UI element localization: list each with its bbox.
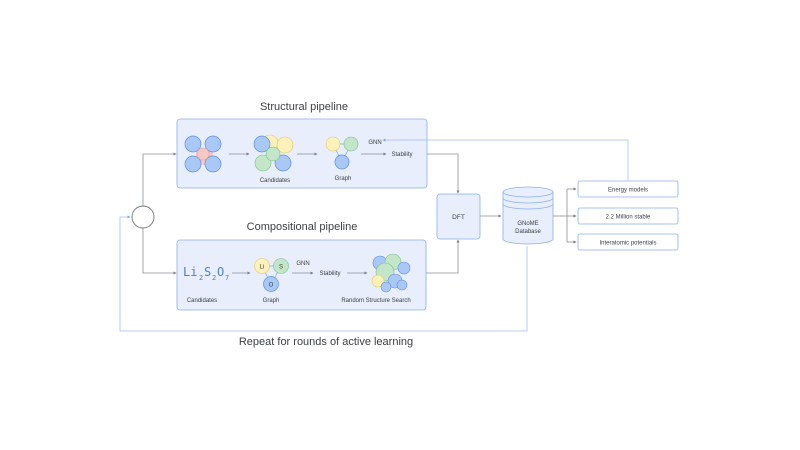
formula-o-subscript: 7 xyxy=(225,274,229,282)
compositional-panel xyxy=(176,239,427,311)
structural-to-dft-line xyxy=(427,153,460,194)
dft-box xyxy=(436,193,481,240)
start-node xyxy=(131,205,155,229)
dft-label: DFT xyxy=(452,214,465,221)
formula-s-subscript: 2 xyxy=(212,274,216,282)
compositional-pipeline-title: Compositional pipeline xyxy=(247,221,358,233)
structural-candidates-label: Candidates xyxy=(260,178,290,184)
formula-s: S xyxy=(204,265,211,279)
structural-graph-label: Graph xyxy=(335,176,352,182)
database-label-line2: Database xyxy=(515,229,541,235)
compositional-gnn-label: GNN xyxy=(296,261,309,267)
formula-o: O xyxy=(217,265,224,279)
output-interatomic-box xyxy=(577,233,679,251)
output-energy-models: Energy models xyxy=(608,188,648,194)
compositional-graph xyxy=(254,258,289,292)
active-learning-label: Repeat for rounds of active learning xyxy=(239,336,413,348)
output-stable-box xyxy=(577,207,679,225)
output-energy-models-box xyxy=(577,180,679,198)
gnn-feedback-line xyxy=(382,138,629,180)
random-structure-search-label: Random Structure Search xyxy=(341,298,410,304)
compositional-formula: Li 2 S 2 O 7 xyxy=(183,265,229,282)
graph-node-li: Li xyxy=(260,265,265,271)
active-learning-loop-line xyxy=(119,215,528,332)
structural-candidates-structure xyxy=(253,134,294,172)
structural-pipeline-title: Structural pipeline xyxy=(260,101,348,113)
output-stable-count: 2.2 Million stable xyxy=(606,215,651,221)
formula-li: Li xyxy=(183,265,197,279)
branch-to-compositional xyxy=(142,228,177,275)
structural-panel xyxy=(176,118,428,189)
structural-gnn-label: GNN xyxy=(368,140,381,146)
random-structure-cluster xyxy=(371,253,411,293)
branch-to-structural xyxy=(142,152,177,206)
gnome-database-cylinder xyxy=(502,186,554,245)
compositional-stability-label: Stability xyxy=(319,271,340,277)
formula-li-subscript: 2 xyxy=(199,274,203,282)
database-label-line1: GNoME xyxy=(517,221,538,227)
output-interatomic-potentials: Interatomic potentials xyxy=(599,241,656,247)
structural-stability-label: Stability xyxy=(391,152,412,158)
structural-seed-structure xyxy=(184,135,222,173)
compositional-candidates-label: Candidates xyxy=(187,298,217,304)
compositional-graph-label: Graph xyxy=(263,298,280,304)
compositional-to-dft-line xyxy=(426,239,460,274)
graph-node-s: S xyxy=(279,265,283,271)
structural-graph xyxy=(325,136,359,170)
graph-node-o: O xyxy=(269,283,274,289)
